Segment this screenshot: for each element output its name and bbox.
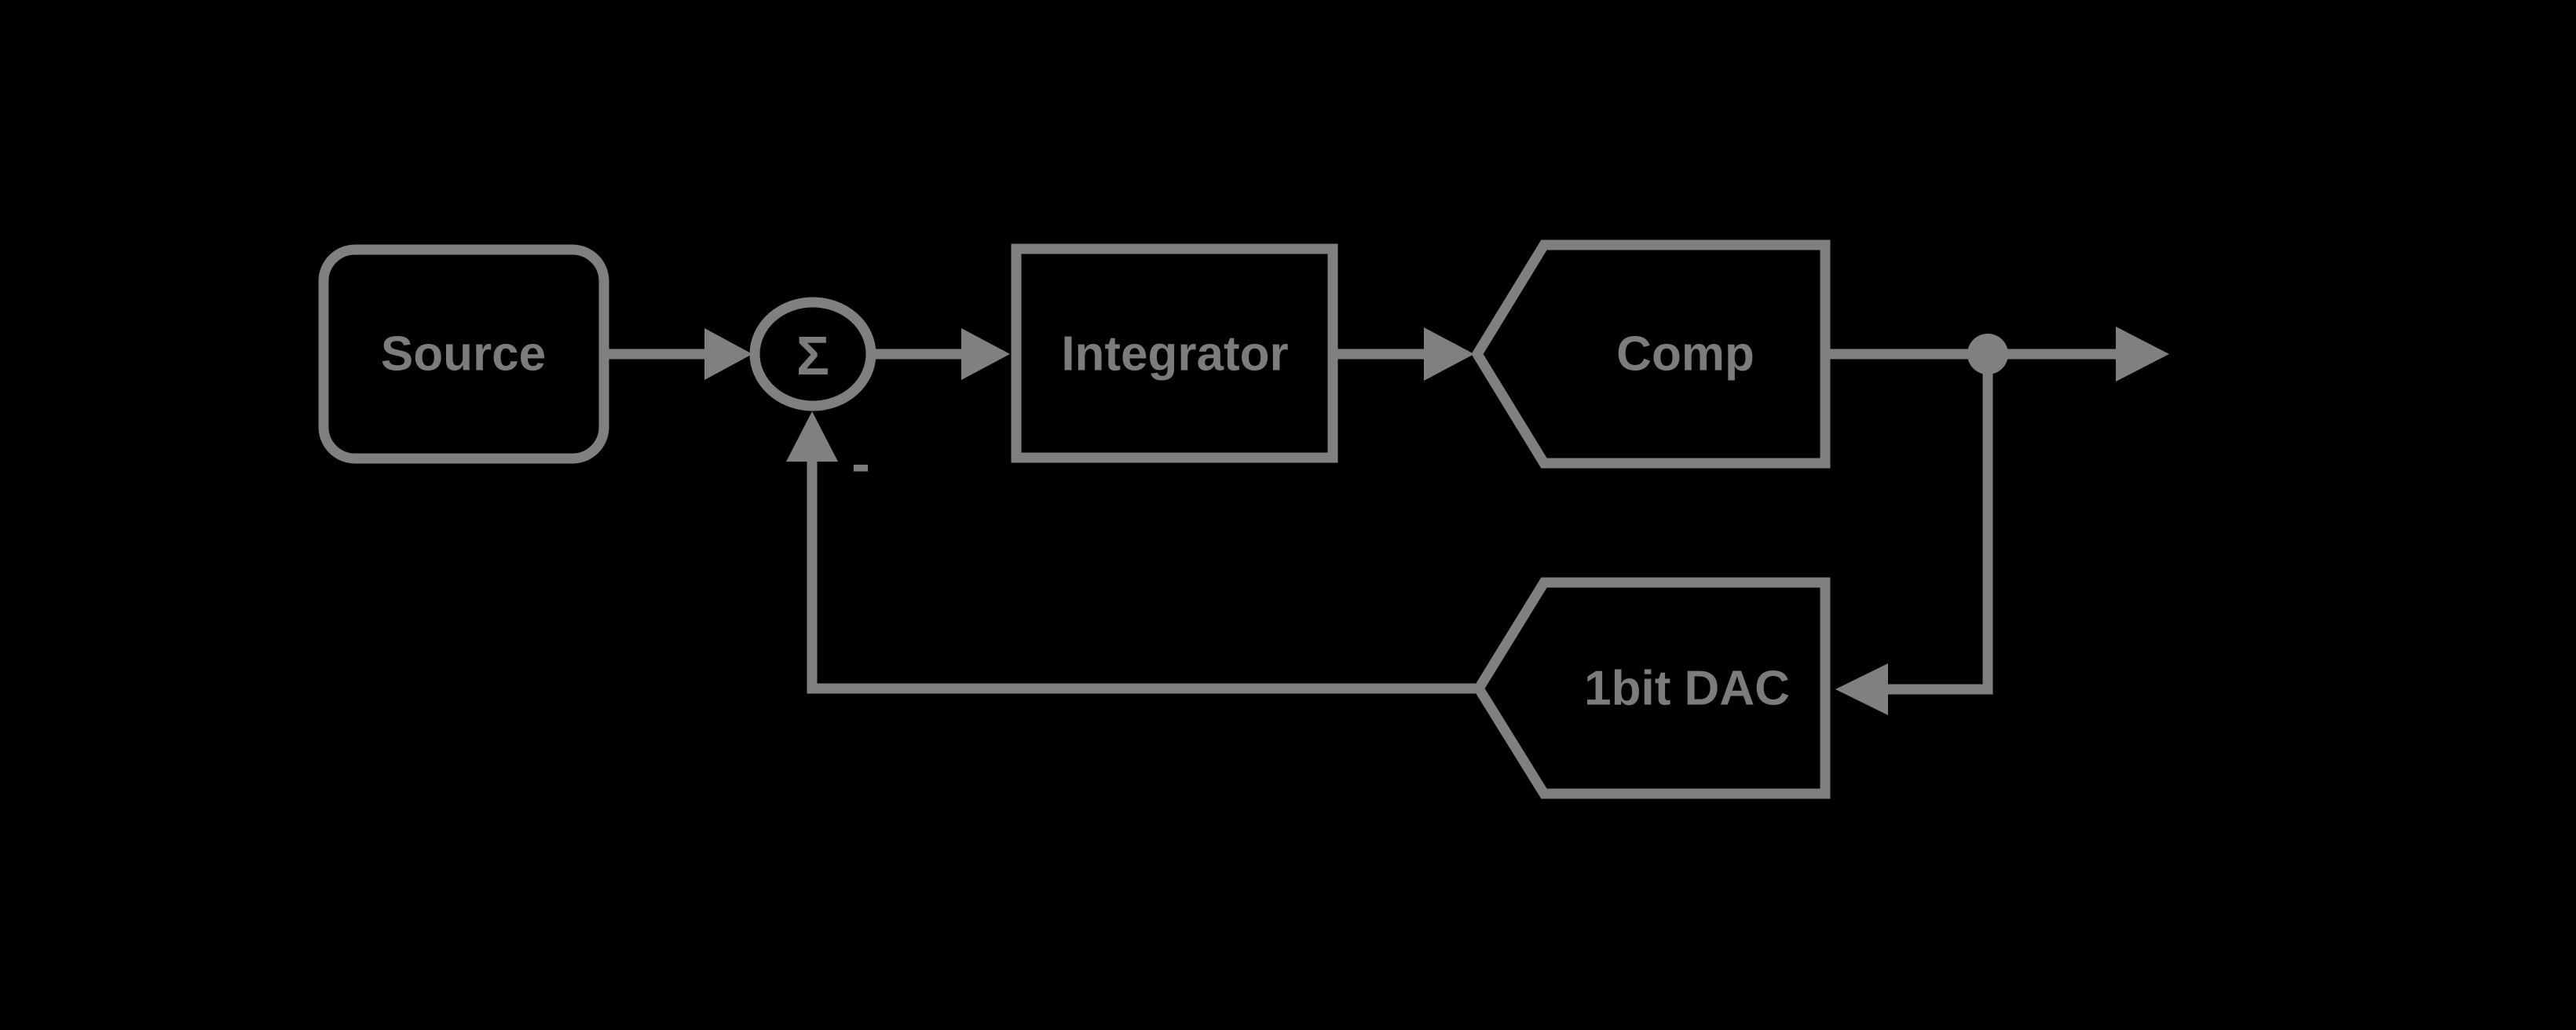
arrowhead-into-dac-icon <box>1835 663 1888 715</box>
negative-sign-label: - <box>851 433 870 495</box>
integrator-block-outline <box>1011 243 1338 463</box>
labels-group: Source Σ Integrator Comp 1bit DAC - <box>381 325 1790 716</box>
sum-label: Σ <box>796 325 829 386</box>
arrowhead-into-sum-icon <box>786 411 838 462</box>
comparator-label: Comp <box>1616 327 1755 382</box>
connector-output-to-dac <box>1886 354 1993 695</box>
arrowhead-integrator-to-comparator-icon <box>1424 327 1474 381</box>
comparator-block-outline <box>1471 239 1831 469</box>
connector-dac-to-sum <box>807 460 1477 694</box>
integrator-label: Integrator <box>1061 327 1288 382</box>
source-label: Source <box>381 327 546 382</box>
output-junction-dot <box>1967 334 2008 374</box>
dac-block-outline <box>1473 577 1831 799</box>
outlines-group <box>318 239 2117 799</box>
source-block-outline <box>318 244 609 464</box>
arrowhead-sum-to-integrator-icon <box>961 328 1010 380</box>
sum-junction-circle <box>749 297 876 411</box>
arrowhead-output-icon <box>2116 327 2169 382</box>
arrowheads-group <box>704 327 2169 715</box>
arrowhead-source-to-sum-icon <box>704 328 752 380</box>
dac-label: 1bit DAC <box>1584 662 1790 716</box>
